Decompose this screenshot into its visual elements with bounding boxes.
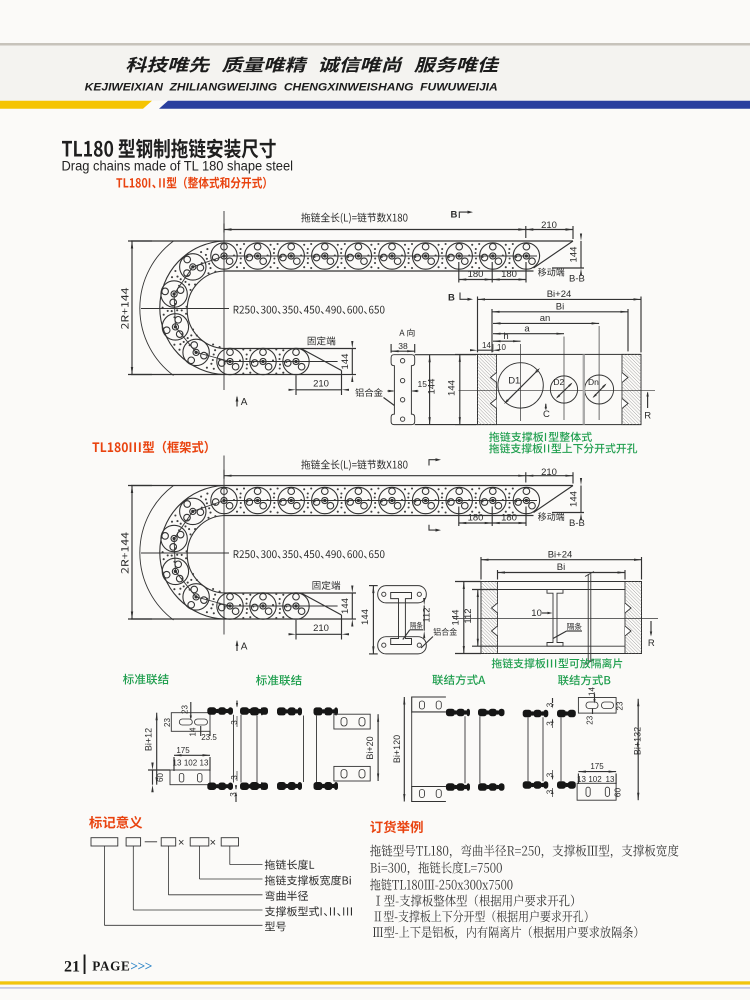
- svg-text:210: 210: [541, 220, 557, 231]
- svg-text:112: 112: [422, 607, 433, 622]
- svg-text:Bi: Bi: [557, 562, 565, 573]
- svg-text:144: 144: [450, 610, 461, 626]
- svg-text:13: 13: [577, 775, 586, 784]
- svg-text:Dn: Dn: [588, 377, 599, 387]
- svg-text:B: B: [448, 293, 455, 304]
- svg-text:144: 144: [360, 609, 371, 625]
- svg-text:Bi+24: Bi+24: [547, 289, 572, 300]
- svg-text:h: h: [503, 331, 508, 342]
- svg-text:23: 23: [616, 701, 625, 710]
- svg-text:102: 102: [588, 775, 602, 784]
- svg-text:B: B: [451, 210, 458, 221]
- svg-text:144: 144: [340, 598, 351, 614]
- svg-text:14: 14: [482, 341, 491, 350]
- svg-text:Bi+132: Bi+132: [633, 727, 643, 755]
- svg-text:102: 102: [184, 759, 198, 768]
- svg-text:180: 180: [468, 513, 484, 524]
- svg-text:21: 21: [64, 959, 80, 976]
- svg-text:144: 144: [569, 491, 580, 507]
- svg-text:38: 38: [398, 341, 408, 351]
- svg-text:175: 175: [176, 746, 190, 755]
- svg-text:D2: D2: [553, 377, 564, 387]
- svg-text:3: 3: [546, 772, 555, 777]
- svg-text:Bi+12: Bi+12: [144, 728, 154, 751]
- svg-text:Bi+120: Bi+120: [392, 735, 402, 763]
- svg-text:112: 112: [463, 608, 474, 623]
- svg-text:23: 23: [586, 715, 595, 724]
- svg-text:13: 13: [200, 759, 209, 768]
- svg-text:R: R: [644, 410, 651, 421]
- svg-text:144: 144: [569, 247, 580, 263]
- svg-text:23: 23: [180, 705, 189, 714]
- svg-text:14: 14: [588, 687, 597, 696]
- svg-text:13: 13: [606, 775, 615, 784]
- svg-text:210: 210: [313, 379, 329, 390]
- svg-text:14: 14: [188, 727, 197, 736]
- svg-text:10: 10: [531, 608, 542, 619]
- svg-text:PAGE: PAGE: [92, 959, 130, 974]
- svg-text:210: 210: [541, 467, 557, 478]
- svg-text:R: R: [648, 638, 655, 649]
- svg-text:A: A: [241, 642, 248, 653]
- svg-text:an: an: [540, 313, 551, 324]
- svg-text:144: 144: [340, 354, 351, 370]
- svg-text:144: 144: [447, 380, 458, 396]
- svg-text:23: 23: [163, 718, 172, 727]
- svg-text:B-B: B-B: [569, 274, 585, 285]
- svg-text:23.5: 23.5: [201, 733, 217, 742]
- svg-text:210: 210: [313, 623, 329, 634]
- svg-text:3: 3: [230, 720, 239, 725]
- svg-text:3: 3: [230, 775, 239, 780]
- svg-text:13: 13: [173, 759, 182, 768]
- svg-text:Bi: Bi: [556, 302, 564, 313]
- svg-text:>>>: >>>: [130, 959, 152, 974]
- svg-text:C: C: [543, 409, 550, 420]
- svg-text:15: 15: [418, 379, 428, 389]
- svg-text:60: 60: [613, 788, 623, 798]
- svg-text:Bi+24: Bi+24: [548, 549, 573, 560]
- svg-text:A: A: [241, 397, 248, 408]
- svg-text:3: 3: [546, 702, 555, 707]
- svg-text:3: 3: [229, 792, 238, 797]
- svg-text:180: 180: [501, 269, 517, 280]
- svg-text:a: a: [524, 323, 530, 334]
- svg-text:×: ×: [210, 837, 216, 849]
- svg-text:D1: D1: [508, 375, 520, 386]
- svg-text:180: 180: [501, 513, 517, 524]
- svg-text:KEJIWEIXIAN ZHILIANGWEIJING: KEJIWEIXIAN ZHILIANGWEIJING CHENGXINWEIS…: [85, 82, 498, 94]
- svg-text:×: ×: [178, 837, 184, 849]
- svg-text:144: 144: [427, 379, 438, 395]
- svg-text:175: 175: [590, 762, 604, 771]
- svg-text:10: 10: [497, 343, 506, 352]
- svg-text:B-B: B-B: [569, 518, 585, 529]
- svg-text:3: 3: [546, 789, 555, 794]
- svg-text:180: 180: [468, 269, 484, 280]
- svg-text:Bi+20: Bi+20: [365, 736, 375, 759]
- svg-text:60: 60: [156, 773, 165, 782]
- svg-text:3: 3: [546, 721, 555, 726]
- svg-text:Drag chains made of TL 180 sha: Drag chains made of TL 180 shape steel: [62, 158, 294, 174]
